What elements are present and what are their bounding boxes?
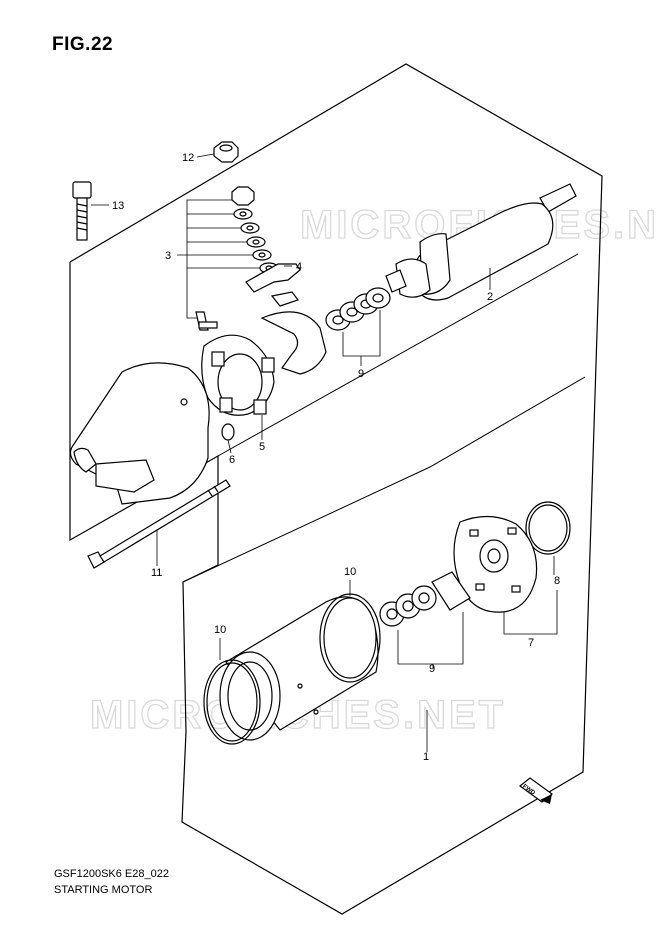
callout-1: 1 — [423, 751, 429, 763]
part-1-yoke — [219, 596, 379, 741]
subassembly-outline-right — [217, 253, 579, 457]
subassembly-outline — [182, 376, 586, 583]
part-4-terminal-plate — [245, 263, 301, 307]
figure-code: GSF1200SK6 E28_022 — [54, 868, 169, 880]
callout-9-lower: 9 — [429, 663, 435, 675]
callout-13: 13 — [112, 200, 124, 212]
part-13-bolt — [72, 181, 92, 241]
callout-10-right: 10 — [344, 566, 356, 578]
part-8-o-ring — [525, 501, 571, 555]
figure-title: FIG.22 — [52, 34, 114, 55]
part-9-shim-washers-lower — [379, 571, 471, 627]
part-7-front-cover — [453, 515, 538, 613]
callout-12: 12 — [182, 152, 194, 164]
callout-11: 11 — [151, 567, 162, 579]
callout-4: 4 — [296, 261, 302, 273]
callout-5: 5 — [259, 441, 265, 453]
part-10-o-ring-left — [203, 659, 261, 745]
part-5-brush-holder — [195, 311, 327, 441]
figure-footer: GSF1200SK6 E28_022 STARTING MOTOR — [54, 866, 169, 898]
end-housing — [69, 362, 210, 505]
part-3-washer-stack — [231, 186, 279, 274]
part-12-nut — [213, 141, 239, 163]
callout-10-left: 10 — [214, 624, 226, 636]
part-3-leader-lines — [177, 199, 260, 319]
figure-name: STARTING MOTOR — [54, 884, 153, 896]
callout-8: 8 — [554, 575, 560, 587]
callout-6: 6 — [229, 454, 235, 466]
callout-7: 7 — [528, 637, 534, 649]
part-11-through-bolt — [87, 479, 231, 569]
part-9-leader-lower — [397, 612, 464, 665]
callout-3: 3 — [165, 250, 171, 262]
callout-9-upper: 9 — [358, 368, 364, 380]
part-2-armature — [385, 183, 577, 301]
part-9-leader-upper — [342, 310, 381, 357]
callout-2: 2 — [487, 291, 493, 303]
part-9-shim-washers-upper — [325, 287, 391, 331]
part-7-leader — [503, 590, 558, 635]
